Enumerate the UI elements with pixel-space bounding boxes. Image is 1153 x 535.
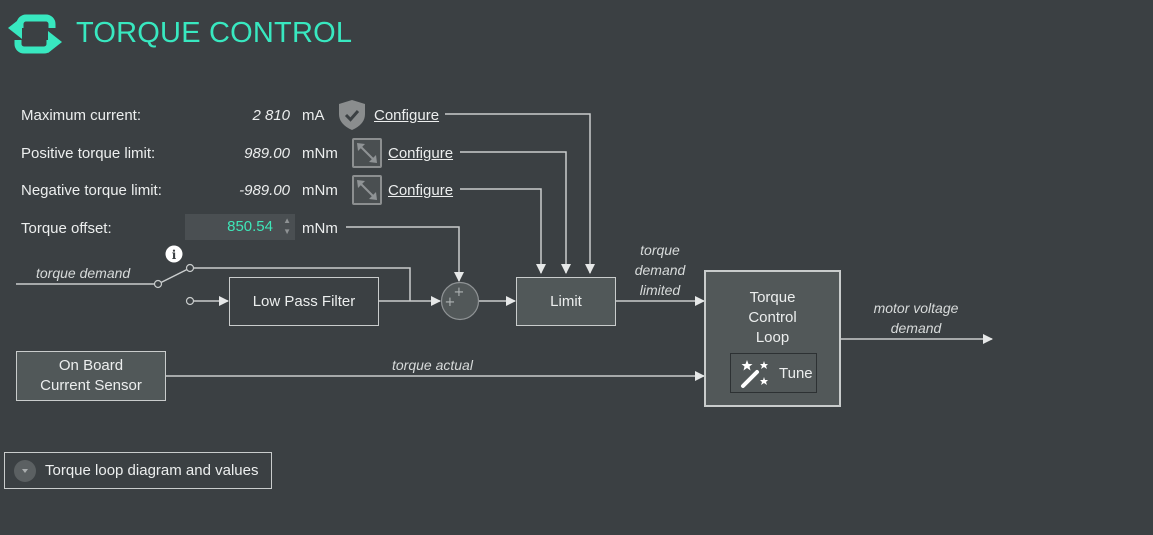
negative-torque-limit-value: -989.00 [239, 182, 290, 199]
torque-demand-label: torque demand [36, 265, 131, 281]
configure-max-current-link[interactable]: Configure [374, 107, 440, 124]
block-title-line: On Board [58, 357, 124, 374]
block-title-line: Current Sensor [40, 377, 142, 394]
diagram-toggle-label: Torque loop diagram and values [45, 462, 259, 479]
refresh-icon [8, 14, 62, 54]
label-line: demand [634, 262, 686, 278]
label-line: demand [890, 320, 942, 336]
negative-torque-limit-label: Negative torque limit: [21, 182, 162, 199]
torque-offset-label: Torque offset: [21, 220, 112, 237]
decrement-button[interactable]: ▼ [283, 227, 291, 236]
svg-text:i: i [172, 248, 177, 262]
limit-block[interactable]: Limit [516, 277, 616, 326]
label-line: torque [640, 242, 680, 258]
summing-junction: + + [440, 281, 480, 321]
max-current-value: 2 810 [252, 107, 290, 124]
expand-arrows-icon [352, 175, 382, 205]
diagram-toggle-button[interactable]: Torque loop diagram and values [4, 452, 272, 489]
positive-torque-limit-label: Positive torque limit: [21, 145, 156, 162]
label-line: limited [639, 282, 681, 298]
positive-torque-limit-value: 989.00 [244, 145, 290, 162]
block-title-line: Torque [749, 289, 796, 306]
increment-button[interactable]: ▲ [283, 216, 291, 225]
motor-voltage-demand-label: motor voltage demand [856, 298, 976, 338]
max-current-unit: mA [302, 107, 325, 124]
positive-torque-limit-unit: mNm [302, 145, 338, 162]
low-pass-filter-block[interactable]: Low Pass Filter [229, 277, 379, 326]
torque-offset-input[interactable]: 850.54 ▲ ▼ [185, 214, 295, 240]
label-line: motor voltage [873, 300, 959, 316]
torque-control-loop-block[interactable]: Torque Control Loop Tune [704, 270, 841, 407]
magic-wand-icon [741, 360, 768, 388]
tune-label: Tune [779, 365, 813, 382]
configure-negative-limit-link[interactable]: Configure [388, 182, 454, 199]
current-sensor-block[interactable]: On Board Current Sensor [16, 351, 166, 401]
tune-button[interactable]: Tune [730, 353, 817, 393]
block-title-line: Loop [755, 329, 790, 346]
torque-actual-label: torque actual [392, 357, 473, 373]
svg-text:+: + [454, 285, 465, 300]
negative-torque-limit-unit: mNm [302, 182, 338, 199]
svg-text:+: + [445, 295, 456, 310]
info-icon[interactable]: i [164, 244, 184, 264]
expand-arrows-icon [352, 138, 382, 168]
torque-demand-limited-label: torque demand limited [620, 240, 700, 300]
configure-positive-limit-link[interactable]: Configure [388, 145, 454, 162]
torque-offset-value: 850.54 [227, 218, 273, 235]
torque-offset-unit: mNm [302, 220, 338, 237]
page-title: TORQUE CONTROL [76, 17, 353, 49]
chevron-down-icon [14, 460, 36, 482]
block-title-line: Control [748, 309, 797, 326]
shield-check-icon [339, 100, 365, 130]
max-current-label: Maximum current: [21, 107, 142, 124]
